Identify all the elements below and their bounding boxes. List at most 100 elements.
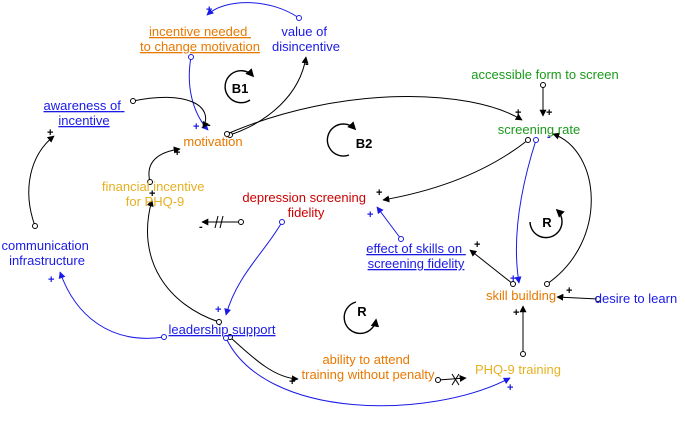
link-origin-dot xyxy=(595,296,601,302)
node-line: incentive xyxy=(58,113,109,128)
link-origin-dot xyxy=(32,223,38,229)
link-screening-rate-to-fidelity xyxy=(382,139,529,203)
polarity-sign: - xyxy=(199,221,203,233)
polarity-sign: + xyxy=(289,376,295,388)
loop-b1-arc xyxy=(224,68,255,104)
link-skill-to-screening-rate xyxy=(546,132,592,285)
link-origin-dot xyxy=(520,351,526,357)
node-financial-incentive[interactable]: financial incentive for PHQ-9 xyxy=(102,179,208,209)
polarity-sign: + xyxy=(376,187,382,199)
node-line: fidelity xyxy=(288,205,325,220)
node-accessible-form[interactable]: accessible form to screen xyxy=(471,67,618,82)
link-screening-rate-to-skill xyxy=(514,139,537,284)
link-origin-dot xyxy=(188,54,194,60)
link-leadership-to-communication xyxy=(58,271,165,339)
node-line: skill building xyxy=(486,288,556,303)
node-line: effect of skills on xyxy=(366,241,462,256)
node-effect-of-skills[interactable]: effect of skills on screening fidelity xyxy=(366,241,466,271)
polarity-sign: + xyxy=(566,285,572,297)
node-line: disincentive xyxy=(272,39,340,54)
link-origin-dot xyxy=(238,219,244,225)
link-awareness-to-motivation xyxy=(132,96,210,129)
node-line: financial incentive xyxy=(102,179,205,194)
link-origin-dot xyxy=(540,82,546,88)
polarity-sign: + xyxy=(510,273,516,285)
delay-mark xyxy=(451,373,460,386)
link-origin-dot xyxy=(435,377,441,383)
link-origin-dot xyxy=(147,179,153,185)
polarity-sign: + xyxy=(513,307,519,319)
node-line: accessible form to screen xyxy=(471,67,618,82)
link-origin-dot xyxy=(224,131,230,137)
link-value-to-incentive-needed xyxy=(206,2,300,19)
node-line: awareness of xyxy=(44,98,122,113)
polarity-sign: + xyxy=(206,4,212,16)
loop-r1-arc xyxy=(529,208,565,239)
delay-mark xyxy=(214,215,219,229)
node-communication-infrastructure[interactable]: communication infrastructure xyxy=(1,238,92,268)
node-line: incentive needed xyxy=(149,24,247,39)
node-line: screening fidelity xyxy=(368,256,465,271)
polarity-sign: + xyxy=(507,382,513,394)
polarity-sign: + xyxy=(47,127,53,139)
loop-b2-arc xyxy=(326,121,357,157)
node-line: PHQ-9 training xyxy=(475,362,561,377)
node-depression-screening-fidelity[interactable]: depression screening fidelity xyxy=(242,190,369,220)
link-origin-dot xyxy=(533,137,539,143)
node-line: value of xyxy=(281,24,327,39)
link-origin-dot xyxy=(216,319,222,325)
node-leadership-support[interactable]: leadership support xyxy=(169,322,276,337)
node-desire-to-learn[interactable]: desire to learn xyxy=(595,291,677,306)
loop-b2-label: B2 xyxy=(356,136,373,151)
node-line: motivation xyxy=(183,134,242,149)
polarity-sign: + xyxy=(515,107,521,119)
link-fidelity-to-leadership xyxy=(224,221,283,316)
node-line: leadership support xyxy=(169,322,276,337)
link-effect-to-fidelity xyxy=(376,206,402,240)
link-desire-to-skill xyxy=(556,293,599,301)
loop-b1-label: B1 xyxy=(232,81,249,96)
node-awareness-of-incentive[interactable]: awareness of incentive xyxy=(44,98,125,128)
polarity-sign: + xyxy=(174,147,180,159)
link-financial-to-motivation xyxy=(148,146,181,183)
link-skill-to-effect xyxy=(469,249,514,285)
node-line: infrastructure xyxy=(9,253,85,268)
link-origin-dot xyxy=(398,236,404,242)
node-line: for PHQ-9 xyxy=(126,194,185,209)
node-line: to change motivation xyxy=(140,39,260,54)
node-motivation[interactable]: motivation xyxy=(183,134,242,149)
node-line: ability to attend xyxy=(322,352,409,367)
link-origin-dot xyxy=(161,334,167,340)
node-screening-rate[interactable]: screening rate xyxy=(498,122,580,137)
node-skill-building[interactable]: skill building xyxy=(486,288,556,303)
link-leadership-to-training xyxy=(225,337,511,407)
node-line: depression screening xyxy=(242,190,366,205)
polarity-sign: - xyxy=(305,58,309,70)
link-leadership-to-financial xyxy=(146,199,220,323)
polarity-sign: - xyxy=(547,131,551,143)
link-origin-dot xyxy=(130,98,136,104)
node-ability-to-attend[interactable]: ability to attend training without penal… xyxy=(302,352,435,382)
link-motivation-to-value xyxy=(229,56,309,136)
link-origin-dot xyxy=(544,281,550,287)
link-motivation-to-screening-rate xyxy=(226,96,523,135)
link-origin-dot xyxy=(296,15,302,21)
node-line: training without penalty xyxy=(302,367,435,382)
link-origin-dot xyxy=(279,219,285,225)
polarity-sign: + xyxy=(193,121,199,133)
polarity-sign: + xyxy=(215,304,221,316)
polarity-sign: + xyxy=(367,209,373,221)
node-line: communication xyxy=(1,238,88,253)
polarity-sign: + xyxy=(474,239,480,251)
loop-r2-arc xyxy=(343,301,380,335)
link-ability-to-training xyxy=(437,374,467,382)
node-phq9-training[interactable]: PHQ-9 training xyxy=(475,362,561,377)
node-incentive-needed[interactable]: incentive needed to change motivation xyxy=(140,24,260,54)
node-line: screening rate xyxy=(498,122,580,137)
polarity-sign: + xyxy=(149,188,155,200)
polarity-sign: - xyxy=(207,119,211,131)
link-origin-dot xyxy=(525,137,531,143)
node-value-of-disincentive[interactable]: value of disincentive xyxy=(272,24,340,54)
